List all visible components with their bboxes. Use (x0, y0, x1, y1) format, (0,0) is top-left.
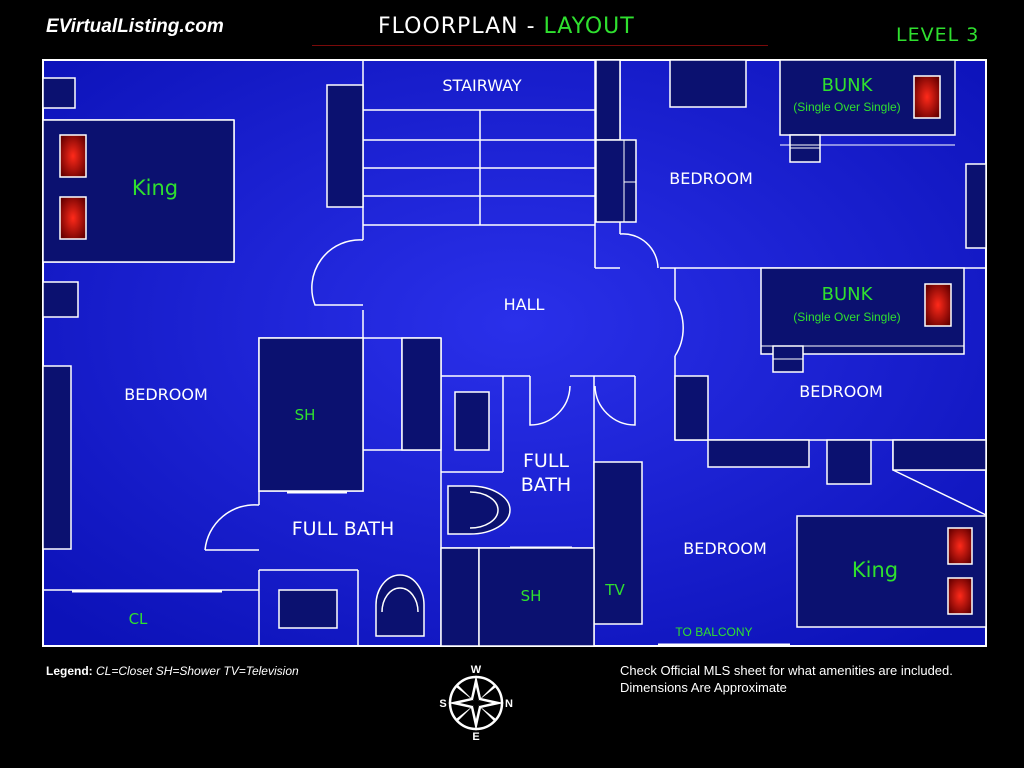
label-hall: HALL (504, 295, 545, 314)
notes-line2: Dimensions Are Approximate (620, 680, 787, 695)
label-bunk-top-note: (Single Over Single) (793, 100, 900, 114)
label-full-bath-center-2: BATH (521, 474, 571, 496)
label-sh-left: SH (295, 406, 316, 424)
label-full-bath-left: FULL BATH (292, 518, 395, 540)
label-tv: TV (604, 581, 625, 599)
pillow-icon (59, 134, 87, 178)
pillow-icon (59, 196, 87, 240)
label-bunk-mid-note: (Single Over Single) (793, 310, 900, 324)
label-stairway: STAIRWAY (442, 76, 521, 95)
title-floorplan: FLOORPLAN - (378, 14, 544, 39)
pillow-icon (947, 527, 973, 565)
pillows (59, 75, 973, 615)
compass-s: S (439, 698, 446, 710)
compass-e: E (472, 731, 479, 741)
pillow-icon (924, 283, 952, 327)
label-sh-center: SH (521, 587, 542, 605)
label-full-bath-center-1: FULL (523, 450, 569, 472)
legend: Legend: CL=Closet SH=Shower TV=Televisio… (46, 664, 299, 678)
label-bedroom-top-right: BEDROOM (669, 169, 753, 188)
pillow-icon (947, 577, 973, 615)
level-label: LEVEL 3 (896, 24, 980, 46)
toilets (375, 485, 511, 637)
label-bunk-mid: BUNK (822, 284, 874, 305)
pillow-icon (913, 75, 941, 119)
notes-line1: Check Official MLS sheet for what amenit… (620, 663, 953, 678)
label-to-balcony: TO BALCONY (675, 625, 752, 639)
legend-text: CL=Closet SH=Shower TV=Television (92, 664, 299, 678)
label-bedroom-left: BEDROOM (124, 385, 208, 404)
notes: Check Official MLS sheet for what amenit… (620, 662, 953, 696)
label-cl: CL (129, 610, 148, 628)
door-swings (204, 233, 684, 551)
compass-w: W (471, 665, 482, 676)
label-bedroom-bottom-right: BEDROOM (683, 539, 767, 558)
brand-logo: EVirtualListing.com (46, 16, 224, 37)
compass-n: N (505, 698, 513, 710)
legend-label: Legend: (46, 664, 93, 678)
page-title: FLOORPLAN - LAYOUT (378, 14, 635, 39)
title-underline (312, 45, 768, 46)
label-bedroom-right: BEDROOM (799, 382, 883, 401)
label-king-right: King (852, 558, 898, 582)
label-bunk-top: BUNK (822, 75, 874, 96)
title-layout: LAYOUT (543, 14, 635, 39)
label-king-left: King (132, 176, 178, 200)
bunk-frames (623, 134, 964, 373)
compass-rose-icon: W E S N (439, 665, 513, 741)
